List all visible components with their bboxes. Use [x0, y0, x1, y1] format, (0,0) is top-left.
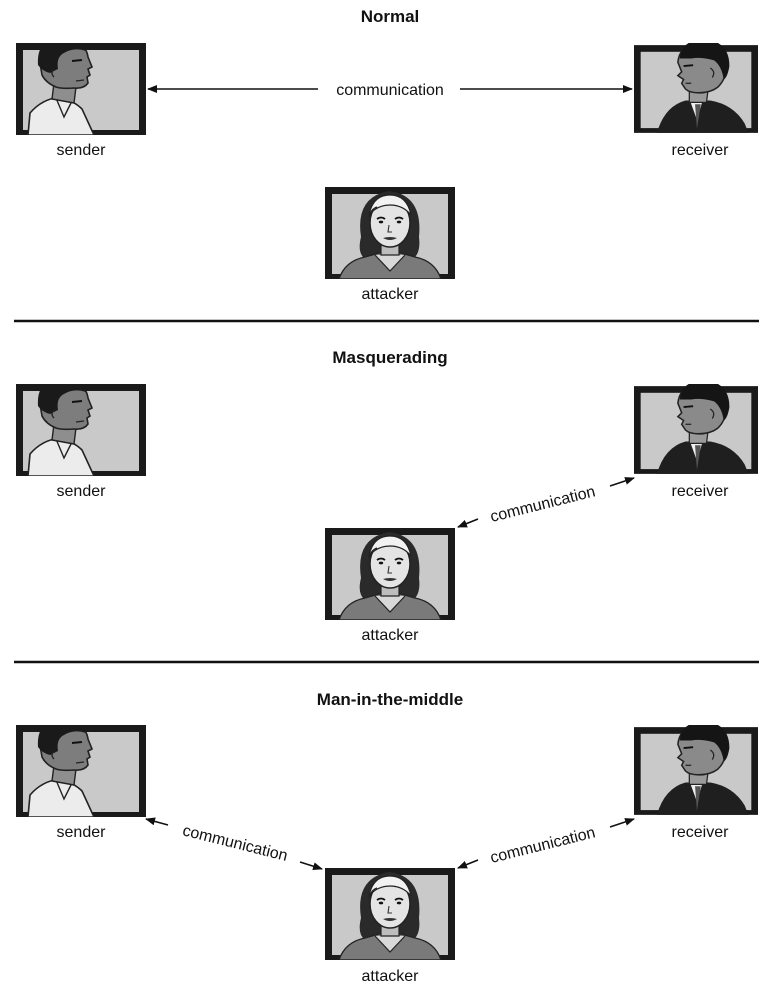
link-label: communication — [489, 824, 598, 867]
sender-node: sender — [16, 43, 146, 159]
receiver-node: receiver — [634, 43, 758, 159]
sender-portrait-icon — [16, 384, 146, 476]
link-attacker-receiver: communication — [457, 818, 635, 869]
arrow-to-sender — [145, 817, 169, 826]
sender-portrait-icon — [16, 43, 146, 135]
panel-man-in-the-middle: Man-in-the-middle sender receiver attack… — [16, 690, 758, 985]
attacker-node: attacker — [325, 868, 455, 985]
panel-masquerading: Masquerading sender receiver attacker co… — [16, 348, 758, 644]
link-attacker-receiver: communication — [457, 477, 635, 528]
attacker-label: attacker — [362, 627, 420, 644]
attacker-node: attacker — [325, 528, 455, 644]
link-label: communication — [181, 822, 290, 865]
receiver-node: receiver — [634, 725, 758, 841]
receiver-label: receiver — [672, 483, 730, 500]
attacker-portrait-icon — [325, 528, 455, 620]
sender-portrait-icon — [16, 725, 146, 817]
link-label: communication — [336, 82, 444, 99]
sender-node: sender — [16, 725, 146, 841]
panel-normal: Normal sender receiver attacker communic… — [16, 7, 758, 303]
panel-title: Masquerading — [332, 348, 447, 367]
attacker-label: attacker — [362, 968, 420, 985]
sender-label: sender — [57, 483, 107, 500]
link-label: communication — [489, 483, 598, 526]
attacker-portrait-icon — [325, 868, 455, 960]
arrow-to-attacker — [299, 861, 323, 871]
arrow-to-attacker — [457, 859, 479, 869]
link-sender-attacker: communication — [145, 817, 323, 871]
receiver-portrait-icon — [634, 725, 758, 816]
attacker-label: attacker — [362, 286, 420, 303]
receiver-portrait-icon — [634, 43, 758, 134]
receiver-label: receiver — [672, 824, 730, 841]
attacker-portrait-icon — [325, 187, 455, 279]
attacker-node: attacker — [325, 187, 455, 303]
receiver-portrait-icon — [634, 384, 758, 475]
sender-node: sender — [16, 384, 146, 500]
panel-title: Normal — [361, 7, 420, 26]
sender-label: sender — [57, 142, 107, 159]
arrow-to-attacker — [457, 518, 479, 528]
arrow-to-receiver — [609, 818, 635, 828]
receiver-node: receiver — [634, 384, 758, 500]
receiver-label: receiver — [672, 142, 730, 159]
link-sender-receiver: communication — [147, 82, 633, 99]
sender-label: sender — [57, 824, 107, 841]
arrow-to-receiver — [609, 477, 635, 487]
panel-title: Man-in-the-middle — [317, 690, 463, 709]
